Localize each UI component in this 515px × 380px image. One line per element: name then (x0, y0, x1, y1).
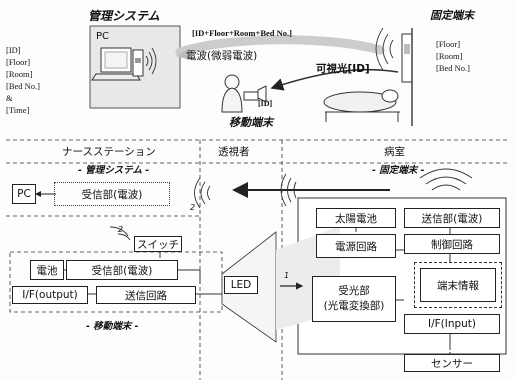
step-number: 2 (118, 225, 124, 234)
header-visitor: 透視者 (218, 146, 250, 158)
control-circuit-box: 制御回路 (404, 234, 500, 254)
wave-icon (109, 226, 131, 241)
sub-fixed-label: - 固定端末 - (372, 165, 425, 176)
pc-label: PC (96, 31, 110, 42)
wave-icon (194, 177, 211, 209)
transmit-circuit-box: 送信回路 (96, 286, 196, 304)
list-item: [Floor] (6, 57, 31, 67)
patient-bed-icon (323, 89, 400, 122)
list-item: [Time] (6, 105, 30, 115)
radio-arrow (175, 35, 385, 57)
wave-icon (280, 173, 297, 207)
light-receiver-label: 受光部 (338, 285, 370, 297)
receiver-radio-box: 受信部(電波) (81, 188, 143, 201)
list-item: [ID] (6, 45, 21, 55)
step-number: 2 (190, 203, 196, 212)
wave-icon (145, 47, 157, 75)
list-item: [Room] (436, 51, 463, 61)
fixed-terminal-label: 固定端末 (430, 9, 474, 22)
solar-cell-box: 太陽電池 (316, 208, 396, 228)
wave-icon (375, 27, 394, 71)
power-circuit-box: 電源回路 (316, 234, 396, 258)
terminal-info-frame (414, 262, 502, 308)
sensor-box: センサー (404, 354, 500, 372)
signal-formula-label: [ID+Floor+Room+Bed No.] (192, 28, 292, 38)
photoelectric-label: (光電変換部) (323, 300, 385, 312)
left-data-list: [ID] [Floor] [Room] [Bed No.] & [Time] (6, 44, 40, 116)
switch-box: スイッチ (134, 236, 182, 252)
light-receiver-box: 受光部 (光電変換部) (312, 276, 396, 322)
right-data-list: [Floor] [Room] [Bed No.] (436, 38, 470, 74)
pc-box: PC (12, 184, 36, 204)
list-item: [Floor] (436, 39, 461, 49)
sub-mobile-label: - 移動端末 - (86, 321, 139, 332)
if-input-box: I/F(Input) (404, 314, 500, 334)
sub-mgmt-label: - 管理システム - (78, 165, 150, 176)
id-tag-label: [ID] (258, 99, 273, 108)
list-item: [Bed No.] (6, 81, 40, 91)
list-item: & (6, 93, 13, 103)
header-room: 病室 (384, 146, 405, 158)
wave-icon (419, 168, 473, 191)
led-box: LED (224, 276, 258, 294)
receiver-frame (54, 182, 170, 206)
visible-light-label: 可視光[ID] (316, 63, 370, 75)
terminal-info-box: 端末情報 (420, 268, 496, 302)
mgmt-system-label: 管理システム (88, 9, 160, 23)
header-nurse-station: ナースステーション (62, 146, 156, 158)
fixed-terminal-device (401, 33, 413, 83)
list-item: [Bed No.] (436, 63, 470, 73)
if-output-box: I/F(output) (12, 286, 88, 304)
mobile-terminal-label: 移動端末 (229, 116, 273, 129)
step-number: 1 (284, 271, 290, 280)
radio-wave-label: 電波(微弱電波) (186, 50, 258, 62)
transmitter-radio-box: 送信部(電波) (404, 208, 500, 228)
mobile-receiver-box: 受信部(電波) (66, 260, 178, 280)
nurse-figure-icon (221, 74, 267, 113)
light-arrow (270, 68, 399, 91)
battery-box: 電池 (30, 260, 64, 280)
list-item: [Room] (6, 69, 33, 79)
pc-laptop-icon (91, 47, 144, 81)
